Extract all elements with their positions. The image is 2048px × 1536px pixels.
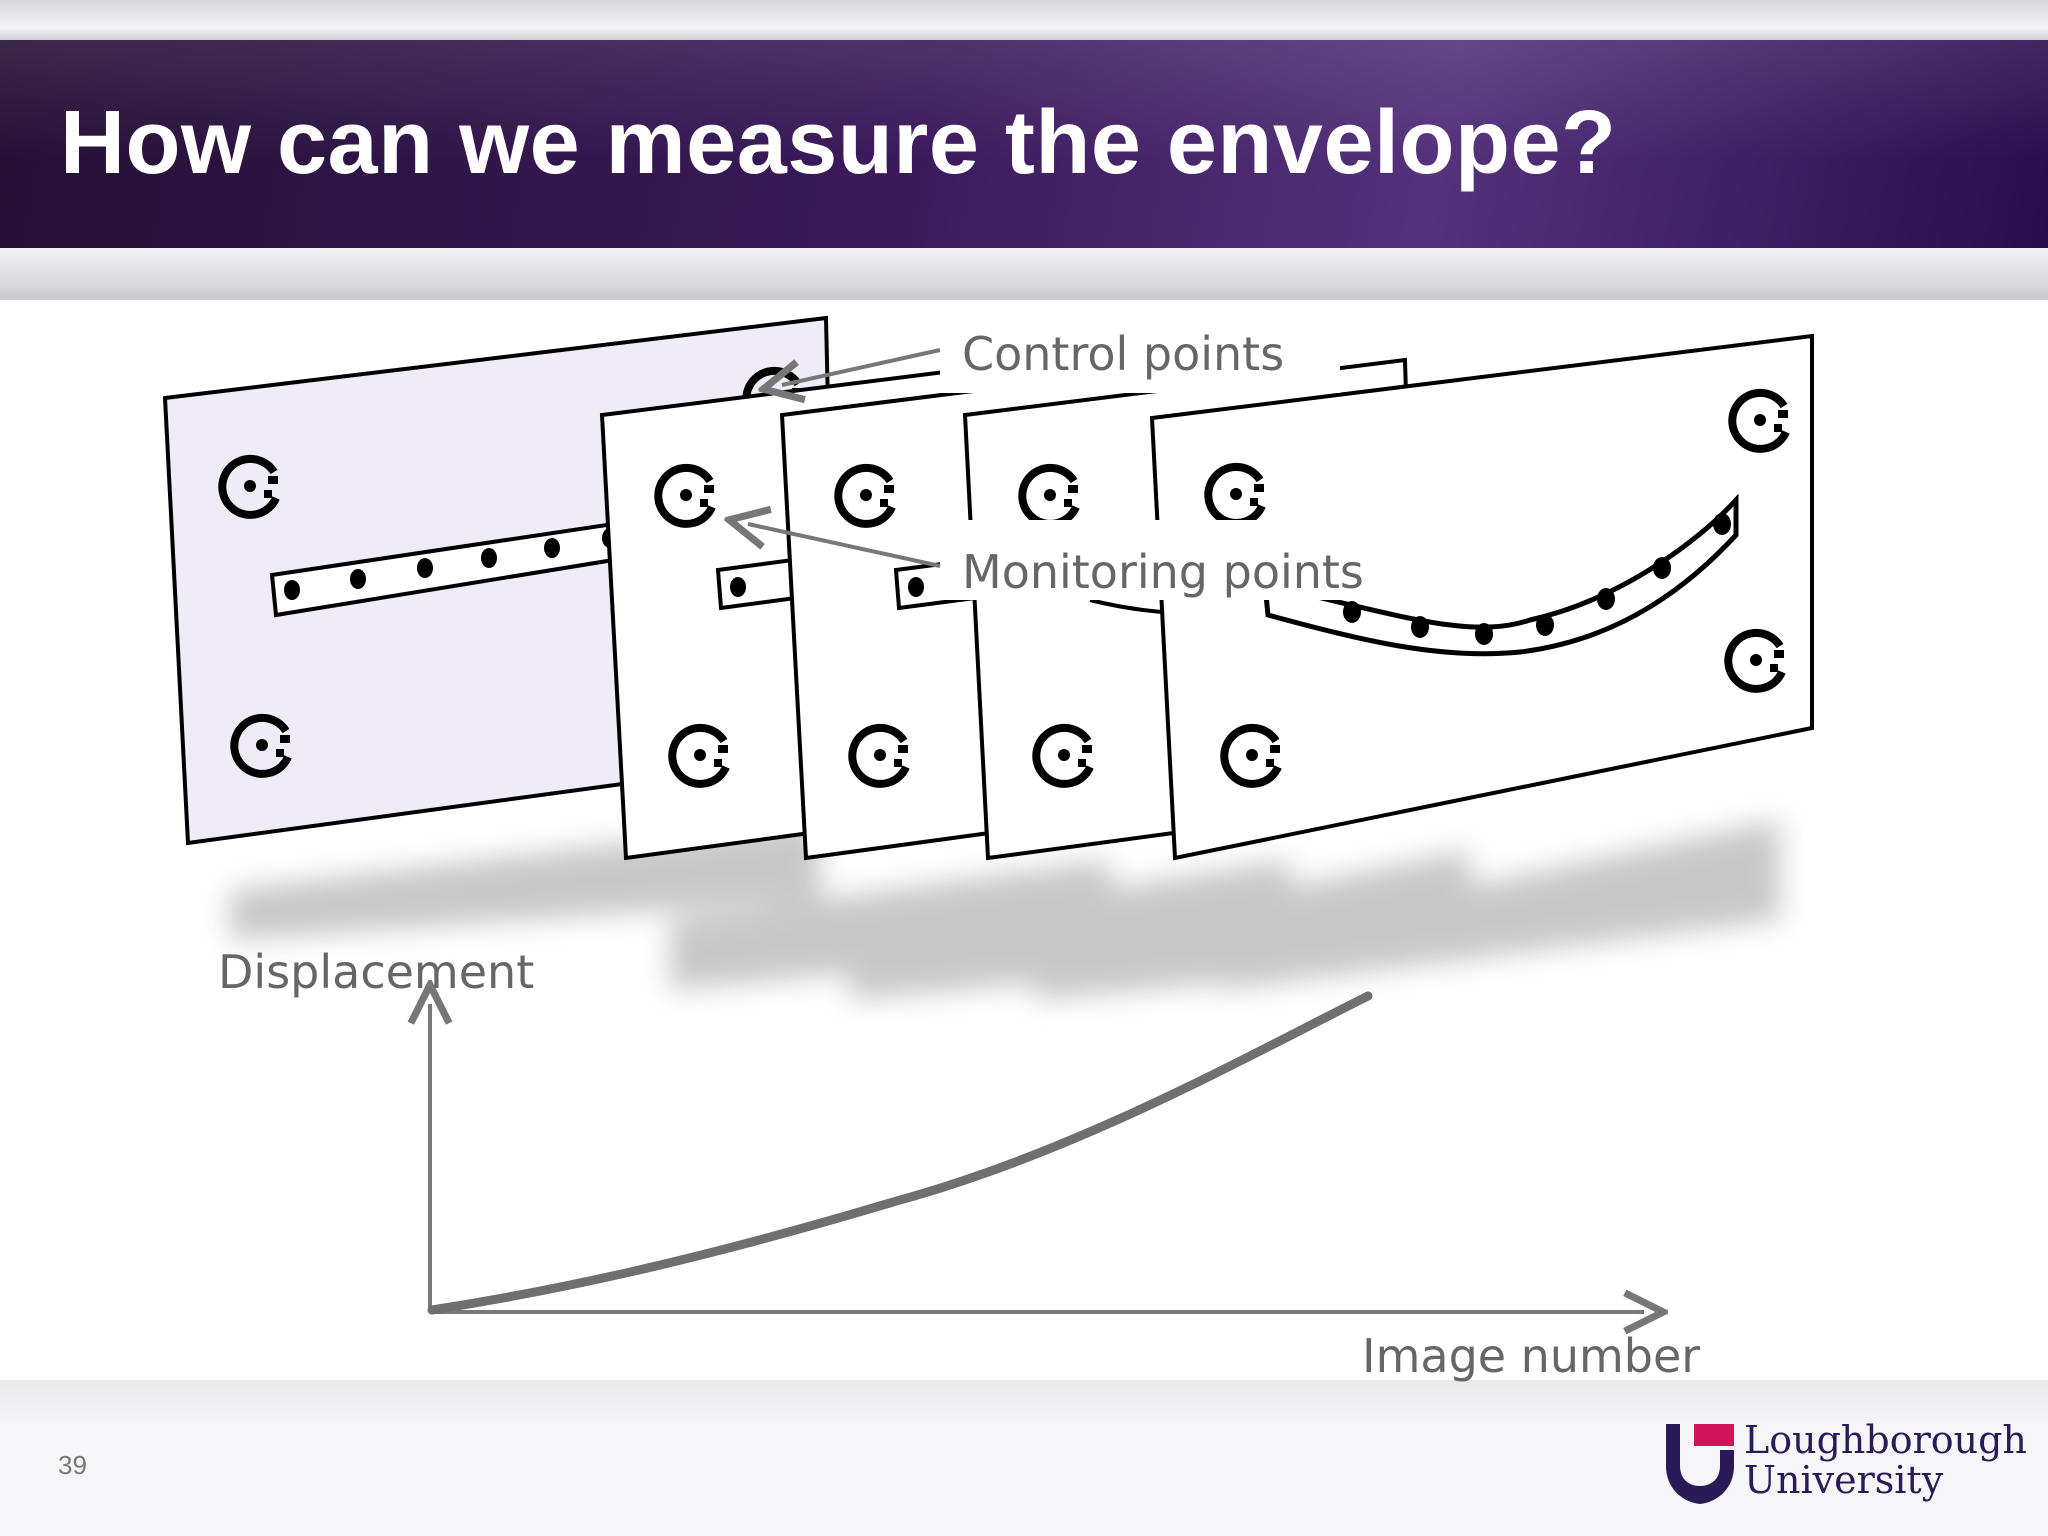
shield-logo-icon: [1666, 1424, 1734, 1504]
university-logo: Loughborough University: [1660, 1418, 2027, 1510]
top-strip: [0, 0, 2048, 40]
title-banner-underline: [0, 248, 2048, 300]
image-panel-5: [1149, 333, 1814, 861]
footer-band: [0, 1380, 2048, 1536]
logo-text-line2: University: [1744, 1458, 1944, 1502]
label-backdrop: [940, 335, 1340, 393]
x-axis-label: Image number: [1362, 1329, 1700, 1383]
displacement-curve: [427, 991, 1373, 1315]
displacement-graph: Displacement Image number: [218, 945, 1700, 1383]
monitoring-points-arrow: [748, 524, 941, 568]
y-axis-label: Displacement: [218, 945, 534, 999]
slide-title: How can we measure the envelope?: [60, 93, 1617, 193]
label-backdrop: [940, 520, 1400, 600]
control-points-label: Control points: [962, 327, 1284, 381]
logo-text-line1: Loughborough: [1744, 1418, 2027, 1462]
title-banner: [0, 40, 2048, 248]
slide-number: 39: [58, 1450, 87, 1480]
control-points-arrow: [782, 348, 941, 385]
monitoring-points-label: Monitoring points: [962, 545, 1364, 599]
title-banner-gloss: [0, 40, 2048, 160]
